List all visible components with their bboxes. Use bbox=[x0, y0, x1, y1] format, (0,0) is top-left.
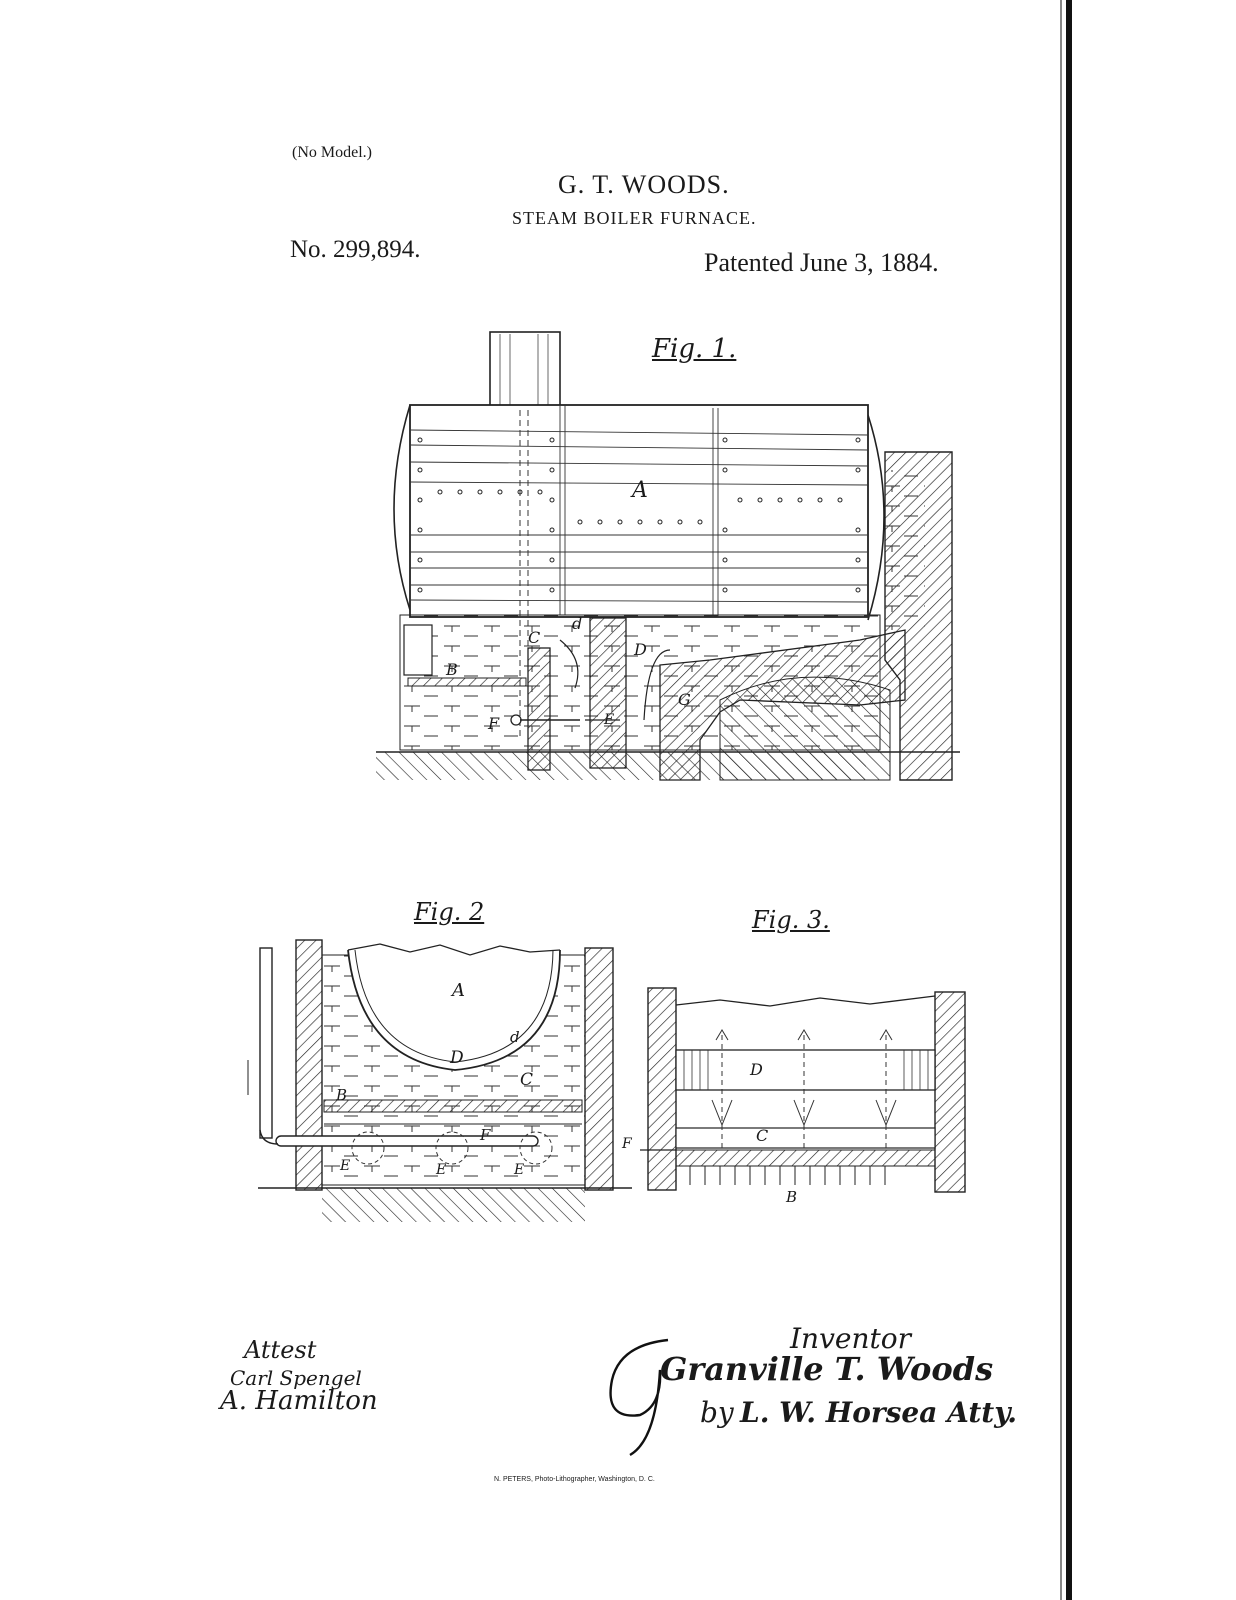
ref-g-fig1: G bbox=[678, 690, 691, 709]
ref-d-small-fig1: d bbox=[572, 614, 583, 633]
ref-f-fig1: F bbox=[488, 714, 500, 733]
attest-label: Attest bbox=[244, 1336, 317, 1364]
page-edge-line bbox=[1060, 0, 1062, 1600]
ref-f-fig3: F bbox=[622, 1136, 632, 1152]
ref-c-fig2: C bbox=[520, 1070, 534, 1090]
by-label: by bbox=[700, 1396, 734, 1429]
patent-number: No. 299,894. bbox=[290, 236, 421, 263]
fig1-drawing bbox=[376, 331, 960, 781]
ref-b-fig2: B bbox=[336, 1086, 348, 1104]
inventor-signature-flourish bbox=[609, 1338, 669, 1457]
ref-e1-fig2: E bbox=[340, 1158, 351, 1174]
ref-d-small-fig2: d bbox=[510, 1028, 520, 1046]
inventor-name-header: G. T. WOODS. bbox=[558, 170, 730, 199]
ref-a-fig2: A bbox=[452, 980, 465, 1001]
fig1-label: Fig. 1. bbox=[652, 334, 737, 364]
ref-c-fig1: C bbox=[528, 628, 541, 647]
fig2-label: Fig. 2 bbox=[414, 898, 485, 926]
page-edge-shadow bbox=[1066, 0, 1072, 1600]
ref-d-fig2: D bbox=[450, 1048, 464, 1068]
printer-credit: N. PETERS, Photo-Lithographer, Washingto… bbox=[494, 1476, 655, 1483]
ref-f-fig2: F bbox=[480, 1126, 491, 1144]
ref-e3-fig2: E bbox=[514, 1162, 525, 1178]
ref-e-fig1: E bbox=[604, 712, 615, 728]
model-note: (No Model.) bbox=[292, 144, 372, 161]
attorney-signature: L. W. Horsea Atty. bbox=[740, 1396, 1018, 1429]
ref-c-fig3: C bbox=[756, 1126, 769, 1145]
ref-a-fig1: A bbox=[632, 478, 648, 503]
fig2-drawing bbox=[247, 939, 632, 1222]
ref-e2-fig2: E bbox=[436, 1162, 447, 1178]
ref-d-fig3: D bbox=[750, 1060, 763, 1079]
inventor-signature: Granville T. Woods bbox=[660, 1350, 994, 1388]
ref-b-fig1: B bbox=[446, 660, 458, 679]
witness-2: A. Hamilton bbox=[220, 1386, 378, 1416]
ref-b-fig3: B bbox=[786, 1188, 798, 1206]
inventor-label: Inventor bbox=[790, 1322, 912, 1355]
witness-1: Carl Spengel bbox=[230, 1366, 362, 1390]
fig3-drawing bbox=[640, 987, 966, 1193]
ref-d-fig1: D bbox=[634, 640, 647, 659]
patent-date: Patented June 3, 1884. bbox=[704, 248, 939, 277]
patent-title: STEAM BOILER FURNACE. bbox=[512, 208, 757, 228]
fig3-label: Fig. 3. bbox=[752, 906, 830, 934]
